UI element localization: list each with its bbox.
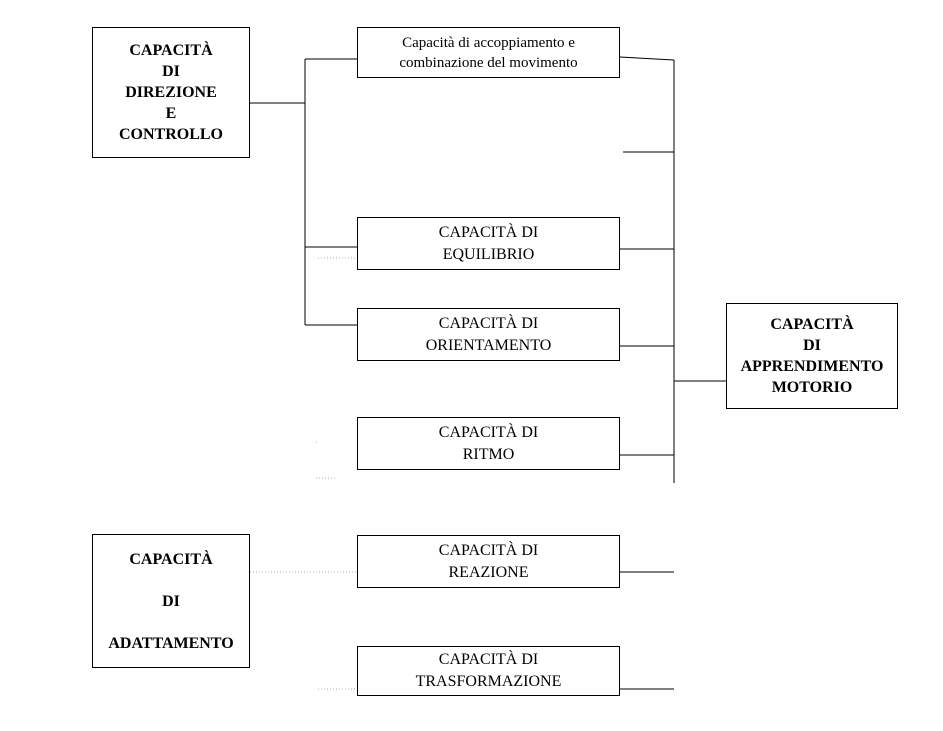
box-orientamento: CAPACITÀ DI ORIENTAMENTO xyxy=(357,308,620,361)
box-reazione-label: CAPACITÀ DI REAZIONE xyxy=(438,541,539,581)
box-direzione-controllo: CAPACITÀ DI DIREZIONE E CONTROLLO xyxy=(92,27,250,158)
box-orientamento-label: CAPACITÀ DI ORIENTAMENTO xyxy=(425,314,552,354)
box-reazione: CAPACITÀ DI REAZIONE xyxy=(357,535,620,588)
box-ritmo-label: CAPACITÀ DI RITMO xyxy=(438,423,539,463)
box-equilibrio: CAPACITÀ DI EQUILIBRIO xyxy=(357,217,620,270)
box-direzione-label: CAPACITÀ DI DIREZIONE E CONTROLLO xyxy=(118,42,223,143)
box-accoppiamento-label: Capacità di accoppiamento e combinazione… xyxy=(399,34,578,71)
connector-from-accoppiamento xyxy=(619,56,675,61)
box-trasformazione-label: CAPACITÀ DI TRASFORMAZIONE xyxy=(415,651,562,690)
box-accoppiamento: Capacità di accoppiamento e combinazione… xyxy=(357,27,620,78)
box-equilibrio-label: CAPACITÀ DI EQUILIBRIO xyxy=(438,223,539,263)
box-apprendimento-label: CAPACITÀ DI APPRENDIMENTO MOTORIO xyxy=(740,316,884,396)
box-trasformazione: CAPACITÀ DI TRASFORMAZIONE xyxy=(357,646,620,696)
box-ritmo: CAPACITÀ DI RITMO xyxy=(357,417,620,470)
box-adattamento-label: CAPACITÀ DI ADATTAMENTO xyxy=(108,550,234,652)
box-adattamento: CAPACITÀ DI ADATTAMENTO xyxy=(92,534,250,668)
box-apprendimento-motorio: CAPACITÀ DI APPRENDIMENTO MOTORIO xyxy=(726,303,898,409)
